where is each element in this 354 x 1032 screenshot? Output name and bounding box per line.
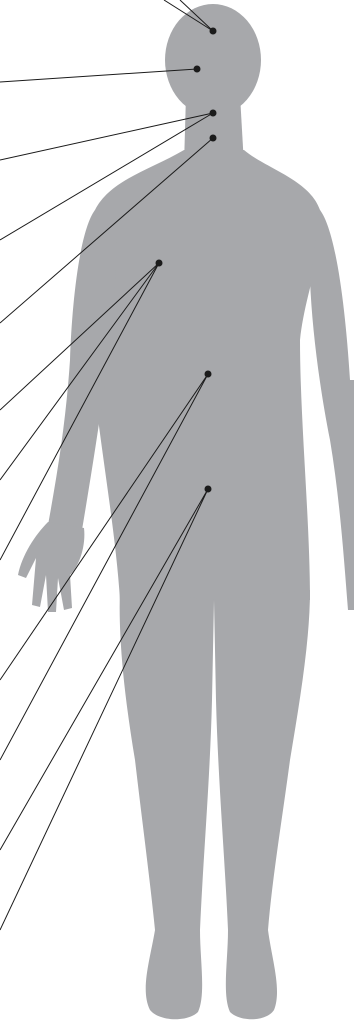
marker-neck-upper xyxy=(210,110,217,117)
marker-head-crown xyxy=(210,28,217,35)
marker-abdomen xyxy=(205,371,212,378)
human-silhouette xyxy=(18,4,354,1019)
marker-pelvis xyxy=(205,486,212,493)
marker-forehead xyxy=(194,66,201,73)
marker-neck-lower xyxy=(210,135,217,142)
marker-chest xyxy=(156,260,163,267)
left-leg xyxy=(120,590,214,1019)
right-arm xyxy=(310,210,354,610)
left-hand xyxy=(18,522,84,612)
right-leg xyxy=(214,590,310,1019)
left-arm xyxy=(48,210,116,530)
